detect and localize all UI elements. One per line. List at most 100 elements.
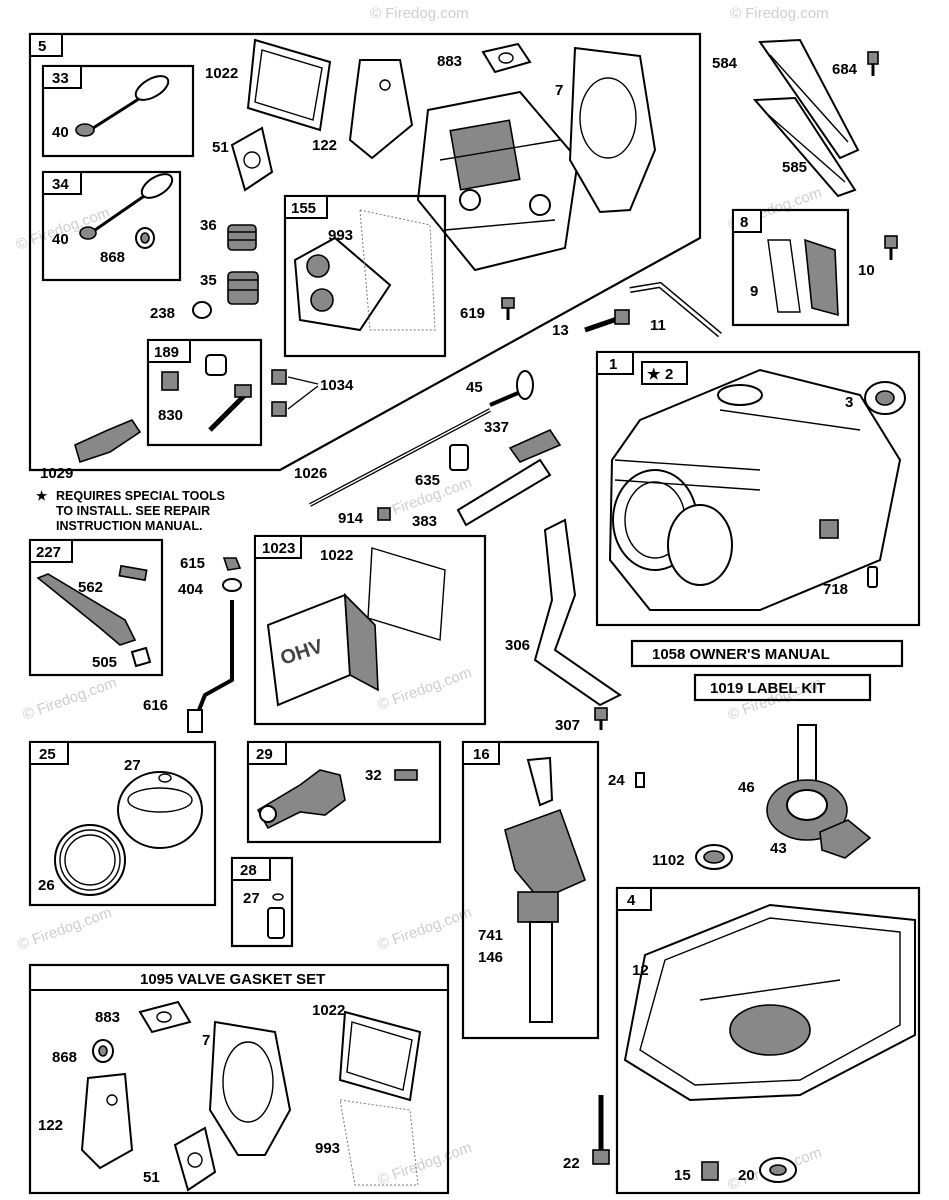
label-1022: 1022 bbox=[312, 1002, 345, 1019]
valve-gasket-set-title: 1095 VALVE GASKET SET bbox=[140, 971, 325, 988]
label-13: 13 bbox=[552, 322, 569, 339]
label-51: 51 bbox=[212, 139, 229, 156]
label-146: 146 bbox=[478, 949, 503, 966]
screw-10-part bbox=[884, 235, 898, 260]
valve-gasket-set-box bbox=[28, 963, 450, 1195]
governor-43-part bbox=[819, 819, 872, 859]
label-584: 584 bbox=[712, 55, 738, 72]
group-number-33: 33 bbox=[52, 70, 69, 87]
group-227-box bbox=[28, 538, 164, 677]
bolt-22-part bbox=[592, 1095, 610, 1165]
carb-gasket-part bbox=[481, 42, 532, 74]
label-3: 3 bbox=[845, 394, 853, 411]
crankshaft-part bbox=[504, 756, 587, 1023]
label-1022: 1022 bbox=[205, 65, 238, 82]
label-383: 383 bbox=[412, 513, 437, 530]
group-number-1023: 1023 bbox=[262, 540, 295, 557]
camshaft-gear-part bbox=[766, 724, 848, 841]
label-868: 868 bbox=[100, 249, 125, 266]
note-line-3: INSTRUCTION MANUAL. bbox=[56, 519, 203, 533]
group-number-29: 29 bbox=[256, 746, 273, 763]
head-gasket-part bbox=[568, 46, 657, 214]
cylinder-block-part bbox=[608, 368, 902, 611]
gasket-set-parts bbox=[80, 1000, 422, 1192]
group-number-16: 16 bbox=[473, 746, 490, 763]
label-562: 562 bbox=[78, 579, 103, 596]
group-number-25: 25 bbox=[39, 746, 56, 763]
label-15: 15 bbox=[674, 1167, 691, 1184]
plug-15-part bbox=[701, 1161, 719, 1181]
label-1029: 1029 bbox=[40, 465, 73, 482]
label-36: 36 bbox=[200, 217, 217, 234]
label-585: 585 bbox=[782, 159, 807, 176]
label-46: 46 bbox=[738, 779, 755, 796]
breather-tube-parts bbox=[752, 38, 879, 198]
label-35: 35 bbox=[200, 272, 217, 289]
label-1026: 1026 bbox=[294, 465, 327, 482]
label-993: 993 bbox=[315, 1140, 340, 1157]
label-718: 718 bbox=[823, 581, 848, 598]
special-tools-note: ★ REQUIRES SPECIAL TOOLS TO INSTALL. SEE… bbox=[36, 489, 225, 533]
label-20: 20 bbox=[738, 1167, 755, 1184]
fitting-635-part bbox=[449, 444, 469, 471]
seal-1102-part bbox=[695, 844, 733, 870]
label-40: 40 bbox=[52, 124, 69, 141]
watermark: © Firedog.com bbox=[376, 664, 474, 714]
label-9: 9 bbox=[750, 283, 758, 300]
bolt-619-part bbox=[501, 297, 515, 320]
governor-shaft-parts bbox=[187, 557, 242, 733]
group-1-box bbox=[595, 350, 921, 627]
group-number-28: 28 bbox=[240, 862, 257, 879]
piston-pin-part bbox=[267, 893, 285, 939]
rocker-cover-part: OHV bbox=[266, 547, 446, 707]
label-238: 238 bbox=[150, 305, 175, 322]
label-7: 7 bbox=[555, 82, 563, 99]
label-914: 914 bbox=[338, 510, 364, 527]
label-635: 635 bbox=[415, 472, 440, 489]
bolt-13-part bbox=[584, 309, 630, 333]
label-307: 307 bbox=[555, 717, 580, 734]
label-505: 505 bbox=[92, 654, 117, 671]
label-24: 24 bbox=[608, 772, 625, 789]
watermark: © Firedog.com bbox=[370, 5, 469, 22]
dipstick-tube-11-part bbox=[629, 281, 722, 338]
pin-24-part bbox=[635, 772, 645, 788]
group-number-155: 155 bbox=[291, 200, 316, 217]
label-43: 43 bbox=[770, 840, 787, 857]
valve-spring-part bbox=[227, 224, 257, 251]
group-155-box bbox=[283, 194, 447, 358]
group-25-box bbox=[28, 740, 217, 907]
label-337: 337 bbox=[484, 419, 509, 436]
group-number-4: 4 bbox=[627, 892, 636, 909]
label-993: 993 bbox=[328, 227, 353, 244]
intake-plate-part bbox=[348, 59, 414, 160]
rocker-cover-gasket-part bbox=[246, 38, 332, 132]
label-kit-box bbox=[693, 673, 872, 702]
intake-gasket-part bbox=[230, 126, 274, 192]
seal-3-part bbox=[864, 381, 906, 415]
note-line-1: REQUIRES SPECIAL TOOLS bbox=[56, 489, 225, 503]
group-5-cylinder-head: 5 33 40 34 40 868 1022 bbox=[28, 32, 702, 482]
label-1022: 1022 bbox=[320, 547, 353, 564]
label-122: 122 bbox=[38, 1117, 63, 1134]
pin-718-part bbox=[867, 566, 878, 588]
label-10: 10 bbox=[858, 262, 875, 279]
label-2: 2 bbox=[665, 366, 673, 383]
group-4-box bbox=[615, 886, 921, 1195]
owners-manual-label: 1058 OWNER'S MANUAL bbox=[652, 646, 830, 663]
label-122: 122 bbox=[312, 137, 337, 154]
screw-307-part bbox=[594, 707, 608, 730]
group-1023-box bbox=[253, 534, 487, 726]
label-kit-label: 1019 LABEL KIT bbox=[710, 680, 826, 697]
rocker-arm-1029-part bbox=[74, 419, 142, 464]
group-number-8: 8 bbox=[740, 214, 748, 231]
label-26: 26 bbox=[38, 877, 55, 894]
label-45: 45 bbox=[466, 379, 483, 396]
push-rod-1026-part bbox=[309, 408, 491, 507]
label-11: 11 bbox=[650, 317, 666, 334]
group-number-34: 34 bbox=[52, 176, 69, 193]
label-404: 404 bbox=[178, 581, 204, 598]
group-number-227: 227 bbox=[36, 544, 61, 561]
seal-20-part bbox=[759, 1157, 797, 1183]
